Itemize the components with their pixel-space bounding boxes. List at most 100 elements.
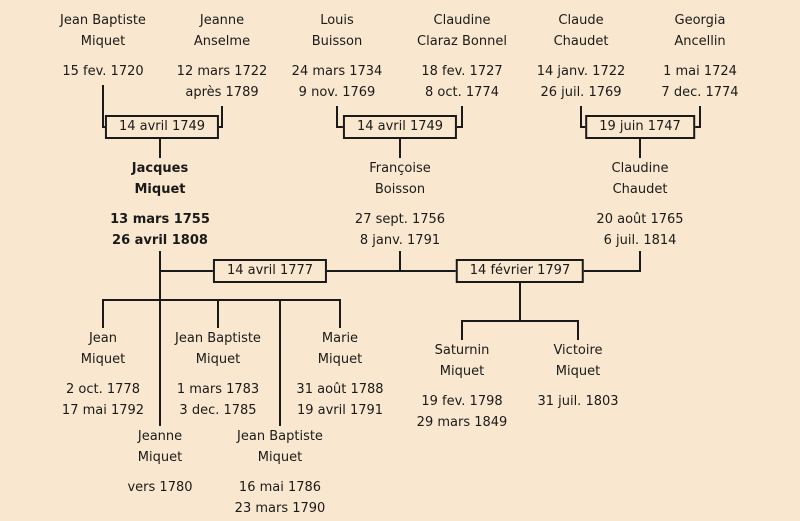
person-date: 6 juil. 1814 <box>603 233 677 248</box>
person-name: Miquet <box>137 450 183 465</box>
person-name: Miquet <box>195 352 241 367</box>
person-date: 29 mars 1849 <box>416 415 508 430</box>
connector-vline <box>279 299 281 426</box>
person-date: 8 oct. 1774 <box>425 85 499 100</box>
marriage-date-box: 19 juin 1747 <box>585 115 695 139</box>
person-date: après 1789 <box>185 85 259 100</box>
connector-vline <box>699 106 701 128</box>
connector-vline <box>399 126 401 158</box>
person-date: 18 fev. 1727 <box>421 64 503 79</box>
person-name: Anselme <box>193 34 251 49</box>
person-victoire-miquet: Victoire Miquet 31 juil. 1803 <box>508 340 648 412</box>
connector-vline <box>221 106 223 128</box>
person-date: 8 janv. 1791 <box>359 233 441 248</box>
person-date: 16 mai 1786 <box>238 480 322 495</box>
person-date: 9 nov. 1769 <box>298 85 376 100</box>
connector-vline <box>580 106 582 128</box>
person-name: Jeanne <box>137 429 183 444</box>
connector-vline <box>102 85 104 128</box>
person-name: Georgia <box>674 13 726 28</box>
person-jean-miquet: Jean Miquet 2 oct. 1778 17 mai 1792 <box>33 328 173 421</box>
person-name: Boisson <box>374 182 426 197</box>
person-name: Marie <box>321 331 359 346</box>
person-name: Chaudet <box>553 34 609 49</box>
person-name: Miquet <box>134 182 186 197</box>
marriage-date-box: 14 avril 1777 <box>212 259 328 283</box>
person-date: 1 mai 1724 <box>663 64 737 79</box>
person-name: Louis <box>320 13 354 28</box>
person-date: 24 mars 1734 <box>291 64 383 79</box>
connector-vline <box>159 299 161 426</box>
person-date: 31 juil. 1803 <box>537 394 619 409</box>
person-name: Victoire <box>553 343 603 358</box>
person-date: 17 mai 1792 <box>61 403 145 418</box>
person-name: Miquet <box>555 364 601 379</box>
person-name: Jeanne <box>199 13 245 28</box>
person-name: Claraz Bonnel <box>417 34 507 49</box>
person-date: 23 mars 1790 <box>234 501 326 516</box>
person-francoise-boisson: Françoise Boisson 27 sept. 1756 8 janv. … <box>330 158 470 251</box>
person-name: Jean Baptiste <box>237 429 323 444</box>
connector-vline <box>399 251 401 272</box>
connector-hline <box>159 270 641 272</box>
person-date: 19 avril 1791 <box>296 403 384 418</box>
connector-vline <box>102 299 104 328</box>
person-claudine-chaudet: Claudine Chaudet 20 août 1765 6 juil. 18… <box>570 158 710 251</box>
person-name: Miquet <box>317 352 363 367</box>
person-louis-buisson: Louis Buisson 24 mars 1734 9 nov. 1769 <box>267 10 407 103</box>
connector-vline <box>159 126 161 158</box>
person-jean-baptiste-miquet-1720: Jean Baptiste Miquet 15 fev. 1720 <box>33 10 173 82</box>
person-jacques-miquet: Jacques Miquet 13 mars 1755 26 avril 180… <box>90 158 230 251</box>
person-jean-baptiste-miquet-1786: Jean Baptiste Miquet 16 mai 1786 23 mars… <box>210 426 350 519</box>
person-date: 31 août 1788 <box>296 382 384 397</box>
person-name: Claudine <box>433 13 491 28</box>
person-georgia-ancellin: Georgia Ancellin 1 mai 1724 7 dec. 1774 <box>630 10 770 103</box>
person-date: vers 1780 <box>127 480 193 495</box>
connector-hline <box>102 299 341 301</box>
person-date: 26 avril 1808 <box>112 233 208 248</box>
connector-vline <box>639 126 641 158</box>
person-date: 7 dec. 1774 <box>661 85 739 100</box>
connector-vline <box>461 106 463 128</box>
connector-vline <box>217 299 219 328</box>
person-date: 26 juil. 1769 <box>540 85 622 100</box>
connector-vline <box>159 251 161 272</box>
person-name: Françoise <box>369 161 431 176</box>
person-name: Jacques <box>131 161 189 176</box>
connector-hline <box>461 320 579 322</box>
person-date: 19 fev. 1798 <box>421 394 503 409</box>
connector-vline <box>339 299 341 328</box>
person-date: 15 fev. 1720 <box>62 64 144 79</box>
connector-vline <box>639 251 641 272</box>
person-name: Miquet <box>80 352 126 367</box>
person-date: 3 dec. 1785 <box>179 403 257 418</box>
marriage-date-box: 14 avril 1749 <box>104 115 220 139</box>
person-claudine-claraz-bonnel: Claudine Claraz Bonnel 18 fev. 1727 8 oc… <box>392 10 532 103</box>
person-date: 14 janv. 1722 <box>536 64 626 79</box>
person-date: 27 sept. 1756 <box>354 212 446 227</box>
connector-vline <box>336 106 338 128</box>
person-date: 1 mars 1783 <box>176 382 260 397</box>
marriage-date-box: 14 avril 1749 <box>342 115 458 139</box>
person-jean-baptiste-miquet-1783: Jean Baptiste Miquet 1 mars 1783 3 dec. … <box>148 328 288 421</box>
connector-vline <box>461 320 463 340</box>
person-name: Jean Baptiste <box>175 331 261 346</box>
person-date: 2 oct. 1778 <box>66 382 140 397</box>
person-claude-chaudet: Claude Chaudet 14 janv. 1722 26 juil. 17… <box>511 10 651 103</box>
person-name: Jean <box>88 331 118 346</box>
person-jeanne-miquet: Jeanne Miquet vers 1780 <box>90 426 230 498</box>
person-name: Jean Baptiste <box>60 13 146 28</box>
person-date: 12 mars 1722 <box>176 64 268 79</box>
person-date: 13 mars 1755 <box>110 212 210 227</box>
person-name: Claudine <box>611 161 669 176</box>
connector-vline <box>519 270 521 322</box>
person-saturnin-miquet: Saturnin Miquet 19 fev. 1798 29 mars 184… <box>392 340 532 433</box>
person-name: Miquet <box>80 34 126 49</box>
person-name: Miquet <box>257 450 303 465</box>
person-name: Chaudet <box>612 182 668 197</box>
connector-vline <box>159 270 161 301</box>
marriage-date-box: 14 février 1797 <box>455 259 585 283</box>
person-name: Saturnin <box>434 343 490 358</box>
connector-vline <box>577 320 579 340</box>
